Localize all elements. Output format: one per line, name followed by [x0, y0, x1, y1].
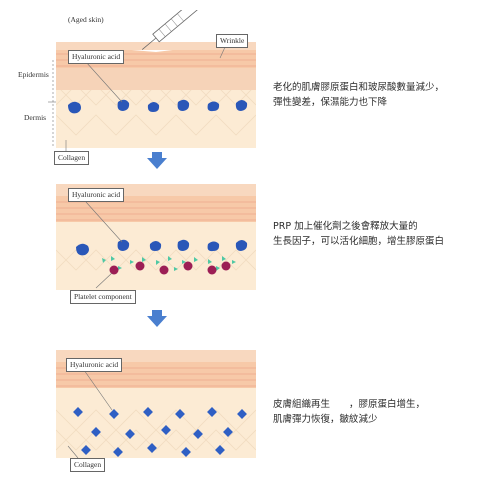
hyaluronic-acid-label: Hyaluronic acid — [68, 50, 125, 64]
panel1-description-line2: 彈性變差，保濕能力也下降 — [273, 97, 388, 108]
aged-skin-title: (Aged skin) — [68, 15, 104, 24]
growth-factor — [216, 266, 220, 271]
hyaluronic-acid-label: Hyaluronic acid — [66, 358, 123, 372]
prp-panel: Hyaluronic acid Platelet component — [56, 180, 256, 304]
growth-factor — [208, 259, 212, 264]
platelet — [159, 265, 169, 275]
growth-factor — [168, 256, 172, 261]
collagen-label: Collagen — [54, 151, 90, 165]
growth-factor — [156, 260, 160, 265]
growth-factor — [102, 258, 106, 263]
panel3-description-line2: 肌膚彈力恢復，皺紋減少 — [273, 414, 378, 425]
hyaluronic-blob — [117, 239, 130, 251]
panel3-description: 皮膚組織再生 ，膠原蛋白增生， 肌膚彈力恢復，皺紋減少 — [273, 397, 425, 427]
platelet — [221, 261, 231, 271]
panel2-description-line2: 生長因子，可以活化細胞，增生膠原蛋白 — [273, 236, 445, 247]
panel1-description: 老化的肌膚膠原蛋白和玻尿酸數量減少， 彈性變差，保濕能力也下降 — [273, 80, 444, 110]
down-arrow-icon — [147, 310, 167, 327]
panel1-description-line1: 老化的肌膚膠原蛋白和玻尿酸數量減少， — [273, 82, 445, 93]
panel2-description-line1: PRP 加上催化劑之後會釋放大量的 — [273, 221, 418, 232]
hyaluronic-blob — [177, 99, 190, 111]
growth-factor — [232, 260, 236, 264]
growth-factor — [222, 256, 226, 261]
hyaluronic-blob — [177, 239, 190, 251]
growth-factor — [142, 257, 146, 262]
hyaluronic-blob — [207, 241, 220, 252]
panel3-description-line1: 皮膚組織再生 ，膠原蛋白增生， — [273, 399, 426, 410]
growth-factor — [130, 260, 134, 264]
hyaluronic-blob — [207, 101, 220, 112]
wrinkle-label: Wrinkle — [216, 34, 249, 48]
hyaluronic-blob — [68, 101, 81, 114]
hyaluronic-blob — [149, 241, 162, 251]
layer-bracket — [48, 60, 56, 148]
growth-factor — [182, 260, 186, 264]
hyaluronic-blob — [147, 102, 160, 112]
growth-factor — [194, 257, 198, 262]
platelet — [109, 265, 119, 275]
platelet — [207, 265, 217, 275]
collagen-label: Collagen — [70, 458, 106, 472]
hyaluronic-blob — [117, 99, 130, 111]
syringe-icon — [141, 10, 202, 50]
growth-factor — [174, 267, 178, 271]
down-arrow-icon — [147, 152, 167, 169]
aged-skin-panel: (Aged skin) Hyaluronic acid Wrinkle Coll… — [54, 10, 256, 165]
platelet-component-label: Platelet component — [70, 290, 136, 304]
hyaluronic-blob — [235, 100, 248, 111]
panel2-description: PRP 加上催化劑之後會釋放大量的 生長因子，可以活化細胞，增生膠原蛋白 — [273, 219, 444, 249]
epidermis-label: Epidermis — [18, 70, 49, 79]
dermis-label: Dermis — [24, 113, 47, 122]
growth-factor — [111, 256, 115, 261]
hyaluronic-blob — [76, 243, 89, 256]
regenerated-skin-panel: Hyaluronic acid Collagen — [56, 350, 256, 472]
platelet — [135, 261, 145, 271]
platelet — [183, 261, 193, 271]
growth-factor — [118, 266, 122, 270]
hyaluronic-blob — [235, 240, 248, 251]
hyaluronic-acid-label: Hyaluronic acid — [68, 188, 125, 202]
